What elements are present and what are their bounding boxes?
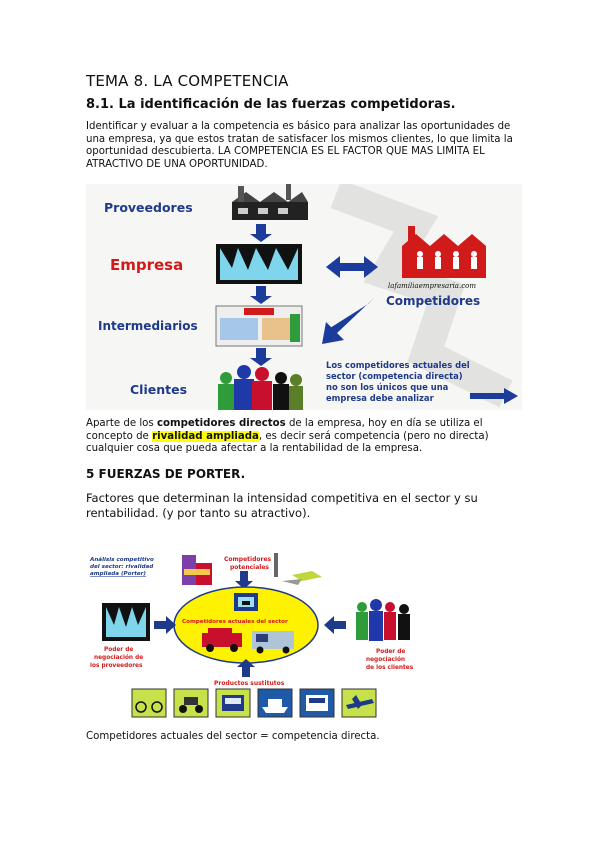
scooter-icon [173,688,209,718]
arrow-down-icon [235,571,253,589]
diagonal-arrow-icon [322,298,374,344]
svg-text:Análisis competitivo: Análisis competitivo del sector: rivalid… [89,556,156,577]
arrow-up-icon [237,659,255,677]
porter-diagram: Análisis competitivo del sector: rivalid… [86,549,434,723]
car-icon [202,628,242,652]
label-clientes: Clientes [130,382,187,397]
supplier-icon [102,603,150,641]
label-intermediarios: Intermediarios [98,319,198,333]
rivalidad-ampliada-highlight: rivalidad ampliada [152,430,259,442]
porter-diagram-svg: Análisis competitivo del sector: rivalid… [89,553,414,718]
plane-icon [341,688,377,718]
competitor-factory-icon [402,226,486,278]
arrow-left-icon [324,616,346,634]
label-sustitutos: Productos sustitutos [214,680,285,687]
page-title: TEMA 8. LA COMPETENCIA [86,72,289,90]
train-icon [299,688,335,718]
substitutes-row [131,688,377,718]
store-icon [215,305,303,347]
paragraph-porter: Factores que determinan la intensidad co… [86,491,478,520]
competition-diagram-svg: Proveedores Empresa Intermediarios Clien… [98,184,518,410]
clients-icon [356,599,410,641]
paragraph-rivalidad: Aparte de los competidores directos de l… [86,418,526,456]
label-proveedores: Proveedores [104,200,193,215]
bicycle-icon [131,688,167,718]
people-icon [218,365,303,410]
label-potenciales: Competidores potenciales [224,556,273,571]
arrow-right-icon [470,388,518,404]
label-empresa: Empresa [110,256,183,274]
label-actuales: Competidores actuales del sector [182,619,288,625]
note-text: Los competidores actuales del sector (co… [326,360,473,403]
paragraph-conclusion: Competidores actuales del sector = compe… [86,731,380,742]
paragraph-rivalidad-part2: de la empresa, hoy en día se utiliza el … [86,418,483,442]
planes-icon [274,553,322,585]
paragraph-rivalidad-part1: Aparte de los [86,418,157,429]
double-arrow-icon [326,256,378,278]
paragraph-rivalidad-part3: , es decir será competencia (pero no dir… [86,430,489,455]
van-icon [252,631,294,654]
background-decoration [330,184,513,408]
factory-icon [232,184,308,220]
section-heading-fuerzas: 8.1. La identificación de las fuerzas co… [86,97,456,112]
logo-text: lafamiliaempresaria.com [388,282,476,290]
potential-competitors-icon [182,555,212,585]
ship-icon [257,688,293,718]
competition-diagram: Proveedores Empresa Intermediarios Clien… [86,184,522,410]
label-clientes: Poder de negociación de los clientes [366,649,414,671]
paragraph-intro: Identificar y evaluar a la competencia e… [86,121,513,170]
competidores-directos-term: competidores directos [156,418,286,429]
bus-icon [215,688,251,718]
label-competidores: Competidores [386,294,480,308]
label-proveedores: Poder de negociación de los proveedores [90,647,145,669]
arrow-down-icon [250,286,272,304]
arrow-right-icon [154,616,176,634]
analysis-label: Análisis competitivo del sector: rivalid… [89,556,156,577]
arrow-down-icon [250,224,272,242]
note-block: Los competidores actuales del sector (co… [326,360,518,404]
taxi-icon [234,593,258,611]
empresa-icon [216,244,302,284]
arrow-down-icon [250,348,272,366]
section-heading-porter: 5 FUERZAS DE PORTER. [86,467,246,481]
